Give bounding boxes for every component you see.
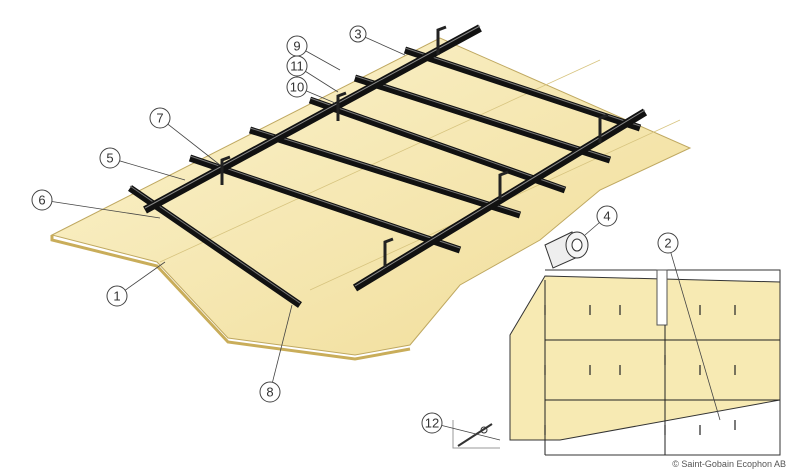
callout-circle: [106, 285, 128, 307]
leader-line: [667, 242, 721, 421]
hanger-rod: [336, 91, 347, 121]
callout-10: 10: [290, 80, 304, 95]
cross-tee: [403, 46, 642, 132]
callout-circle: [657, 232, 679, 254]
main-runner: [143, 24, 482, 214]
callout-circle: [349, 25, 367, 43]
grid-rails: [128, 24, 648, 308]
cross-tee-highlight: [249, 127, 521, 214]
callout-6: 6: [38, 193, 45, 208]
callout-5: 5: [106, 151, 113, 166]
hanger-rod: [498, 170, 509, 200]
callout-circle: [259, 381, 281, 403]
cross-tee-highlight: [404, 47, 641, 127]
hanger-rod: [383, 237, 394, 267]
callout-7: 7: [156, 111, 163, 126]
leader-line: [357, 33, 406, 56]
hanger-rod: [598, 113, 609, 143]
hanger-rod: [436, 25, 447, 55]
callout-circle: [286, 76, 308, 98]
callout-1: 1: [113, 289, 120, 304]
leader-line: [109, 157, 186, 181]
cross-tee-highlight: [309, 97, 566, 189]
ceiling-board: [50, 37, 692, 356]
callout-circle: [286, 55, 308, 77]
cross-tee: [308, 96, 567, 194]
callout-circle: [596, 205, 618, 227]
callout-11: 11: [290, 59, 304, 74]
cross-tee: [248, 126, 522, 219]
callout-8: 8: [266, 385, 273, 400]
cross-tee: [188, 154, 462, 254]
board-edge: [50, 235, 411, 361]
tape-roll: [544, 231, 589, 269]
callout-4: 4: [603, 209, 610, 224]
callout-circle: [99, 147, 121, 169]
hook-detail: [452, 420, 500, 449]
callout-3: 3: [354, 27, 361, 42]
callout-circle: [421, 412, 443, 434]
cross-tee-highlight: [189, 155, 461, 249]
cross-tee-highlight: [354, 75, 611, 159]
leader-line: [41, 199, 161, 219]
leader-line: [431, 422, 501, 441]
cross-tee: [128, 185, 302, 308]
callout-12: 12: [425, 416, 439, 431]
callout-9: 9: [293, 39, 300, 54]
callout-circle: [31, 189, 53, 211]
leader-line: [159, 117, 221, 166]
callout-2: 2: [664, 236, 671, 251]
leader-line: [269, 304, 293, 393]
cross-tee: [353, 74, 612, 164]
detail-inset: [509, 269, 781, 456]
callout-circle: [149, 107, 171, 129]
hanger-rod: [220, 155, 231, 185]
copyright: © Saint-Gobain Ecophon AB: [672, 459, 786, 469]
main-runner-highlight: [144, 25, 481, 209]
